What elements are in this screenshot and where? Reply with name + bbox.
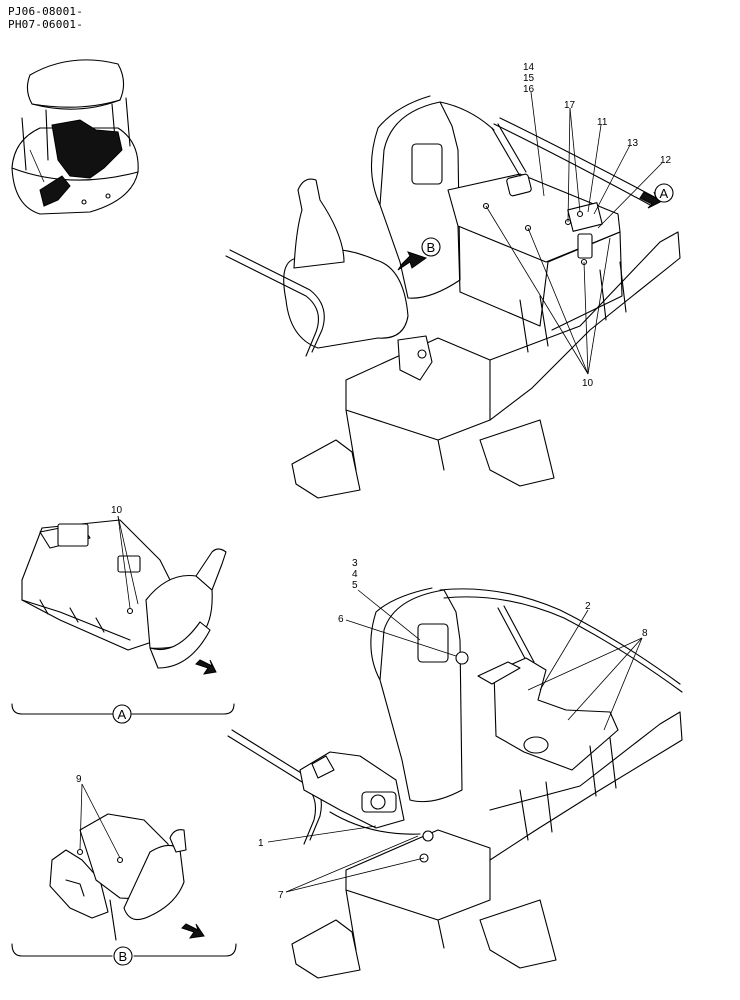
- view-b-title-circle: [113, 946, 133, 966]
- view-a-flow-arrow: [195, 659, 217, 675]
- leader-10-view-a-2: [117, 515, 139, 605]
- view-b-direction-arrow: B: [397, 237, 441, 271]
- callout-1: 1: [258, 838, 264, 849]
- view-a-bracket-right: [131, 703, 235, 715]
- view-a-bracket-left: [11, 703, 117, 715]
- view-a-title-circle: [112, 704, 132, 724]
- callout-6: 6: [338, 614, 344, 625]
- main-view-lower: [227, 587, 683, 979]
- callout-15: 15: [523, 73, 535, 84]
- view-b-flow-arrow: [181, 923, 205, 939]
- serial-range-line-2: PH07-06001-: [8, 18, 84, 31]
- callout-2: 2: [585, 601, 591, 612]
- callout-12: 12: [660, 155, 672, 166]
- callout-13: 13: [627, 138, 639, 149]
- detail-view-b-drawing: [49, 813, 187, 941]
- callout-16: 16: [523, 84, 535, 95]
- leader-9-2: [81, 783, 121, 859]
- callout-3: 3: [352, 558, 358, 569]
- callout-11: 11: [597, 117, 608, 128]
- view-a-title: A: [118, 707, 127, 722]
- view-b-title: B: [119, 949, 128, 964]
- callout-14: 14: [523, 62, 535, 73]
- callout-17: 17: [564, 100, 576, 111]
- main-view-upper: [225, 95, 681, 499]
- leader-10-view-a-1: [117, 515, 131, 609]
- callout-10-view-a: 10: [111, 505, 123, 516]
- leader-9-1: [79, 783, 83, 851]
- view-b-bracket-right: [133, 943, 237, 957]
- view-b-bracket-left: [11, 943, 113, 957]
- serial-range-line-1: PJ06-08001-: [8, 5, 84, 18]
- leader-lines-lower: [267, 589, 643, 893]
- view-a-direction-arrow: A: [639, 183, 674, 209]
- callout-5: 5: [352, 580, 358, 591]
- callout-9: 9: [76, 774, 82, 785]
- callout-8: 8: [642, 628, 648, 639]
- callout-10-main: 10: [582, 378, 594, 389]
- view-b-marker-label: B: [427, 240, 436, 255]
- detail-view-a-drawing: [21, 519, 227, 669]
- leader-lines-upper: [485, 91, 663, 375]
- view-a-marker-label: A: [660, 186, 669, 201]
- machine-overview-thumbnail: [11, 59, 139, 215]
- callout-4: 4: [352, 569, 358, 580]
- callout-7: 7: [278, 890, 284, 901]
